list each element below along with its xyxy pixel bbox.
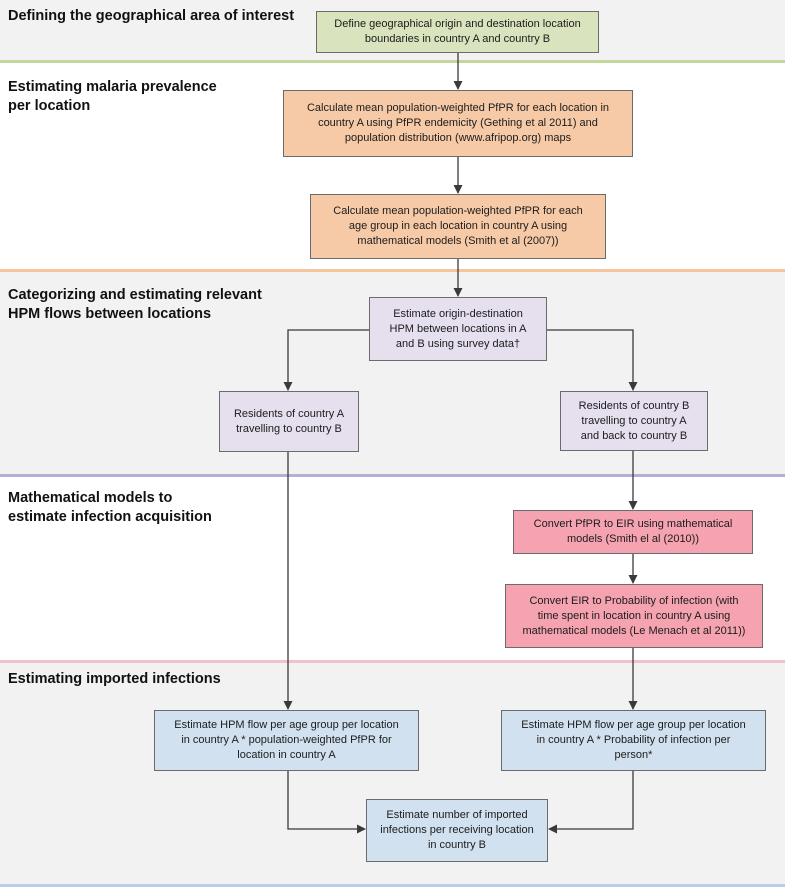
stage-divider-prev [0,269,785,272]
stage-title-prevalence: Estimating malaria prevalence per locati… [8,79,217,114]
arrow-hpm-to-residents-a [283,329,369,391]
box-residents-b: Residents of country B travelling to cou… [560,391,708,451]
box-convert-eir-probability: Convert EIR to Probability of infection … [505,584,763,648]
box-mean-pfpr-location: Calculate mean population-weighted PfPR … [283,90,633,157]
box-hpm-flow-b-text: Estimate HPM flow per age group per loca… [521,719,746,761]
box-hpm-flow-a-text: Estimate HPM flow per age group per loca… [174,719,399,761]
box-define-boundaries: Define geographical origin and destinati… [316,11,599,53]
box-imported-infections: Estimate number of imported infections p… [366,799,548,862]
stage-title-imported: Estimating imported infections [8,671,221,687]
box-imported-infections-text: Estimate number of imported infections p… [380,809,534,851]
box-convert-eir-probability-text: Convert EIR to Probability of infection … [522,594,746,637]
box-convert-pfpr-eir: Convert PfPR to EIR using mathematical m… [513,510,753,554]
box-mean-pfpr-age: Calculate mean population-weighted PfPR … [310,194,606,259]
stage-divider-models [0,660,785,663]
stage-title-models: Mathematical models to estimate infectio… [8,490,212,525]
arrow-flow-a-to-imported [287,771,366,834]
box-mean-pfpr-age-text: Calculate mean population-weighted PfPR … [333,205,583,247]
box-residents-a-text: Residents of country A travelling to cou… [233,407,345,435]
arrow-hpm-to-residents-b [547,329,638,391]
box-convert-pfpr-eir-text: Convert PfPR to EIR using mathematical m… [533,518,733,545]
box-hpm-flow-b: Estimate HPM flow per age group per loca… [501,710,766,771]
box-mean-pfpr-location-text: Calculate mean population-weighted PfPR … [306,102,610,144]
box-residents-a: Residents of country A travelling to cou… [219,391,359,452]
stage-title-geo: Defining the geographical area of intere… [8,8,295,24]
box-estimate-hpm: Estimate origin-destination HPM between … [369,297,547,361]
box-estimate-hpm-text: Estimate origin-destination HPM between … [389,307,527,350]
arrow-flow-b-to-imported [548,771,634,834]
box-define-boundaries-text: Define geographical origin and destinati… [334,18,581,45]
stage-divider-geo [0,60,785,63]
box-hpm-flow-a: Estimate HPM flow per age group per loca… [154,710,419,771]
stage-divider-hpm [0,474,785,477]
stage-title-hpm: Categorizing and estimating relevant HPM… [8,287,262,322]
stage-divider-imported [0,884,785,887]
box-residents-b-text: Residents of country B travelling to cou… [578,399,690,442]
